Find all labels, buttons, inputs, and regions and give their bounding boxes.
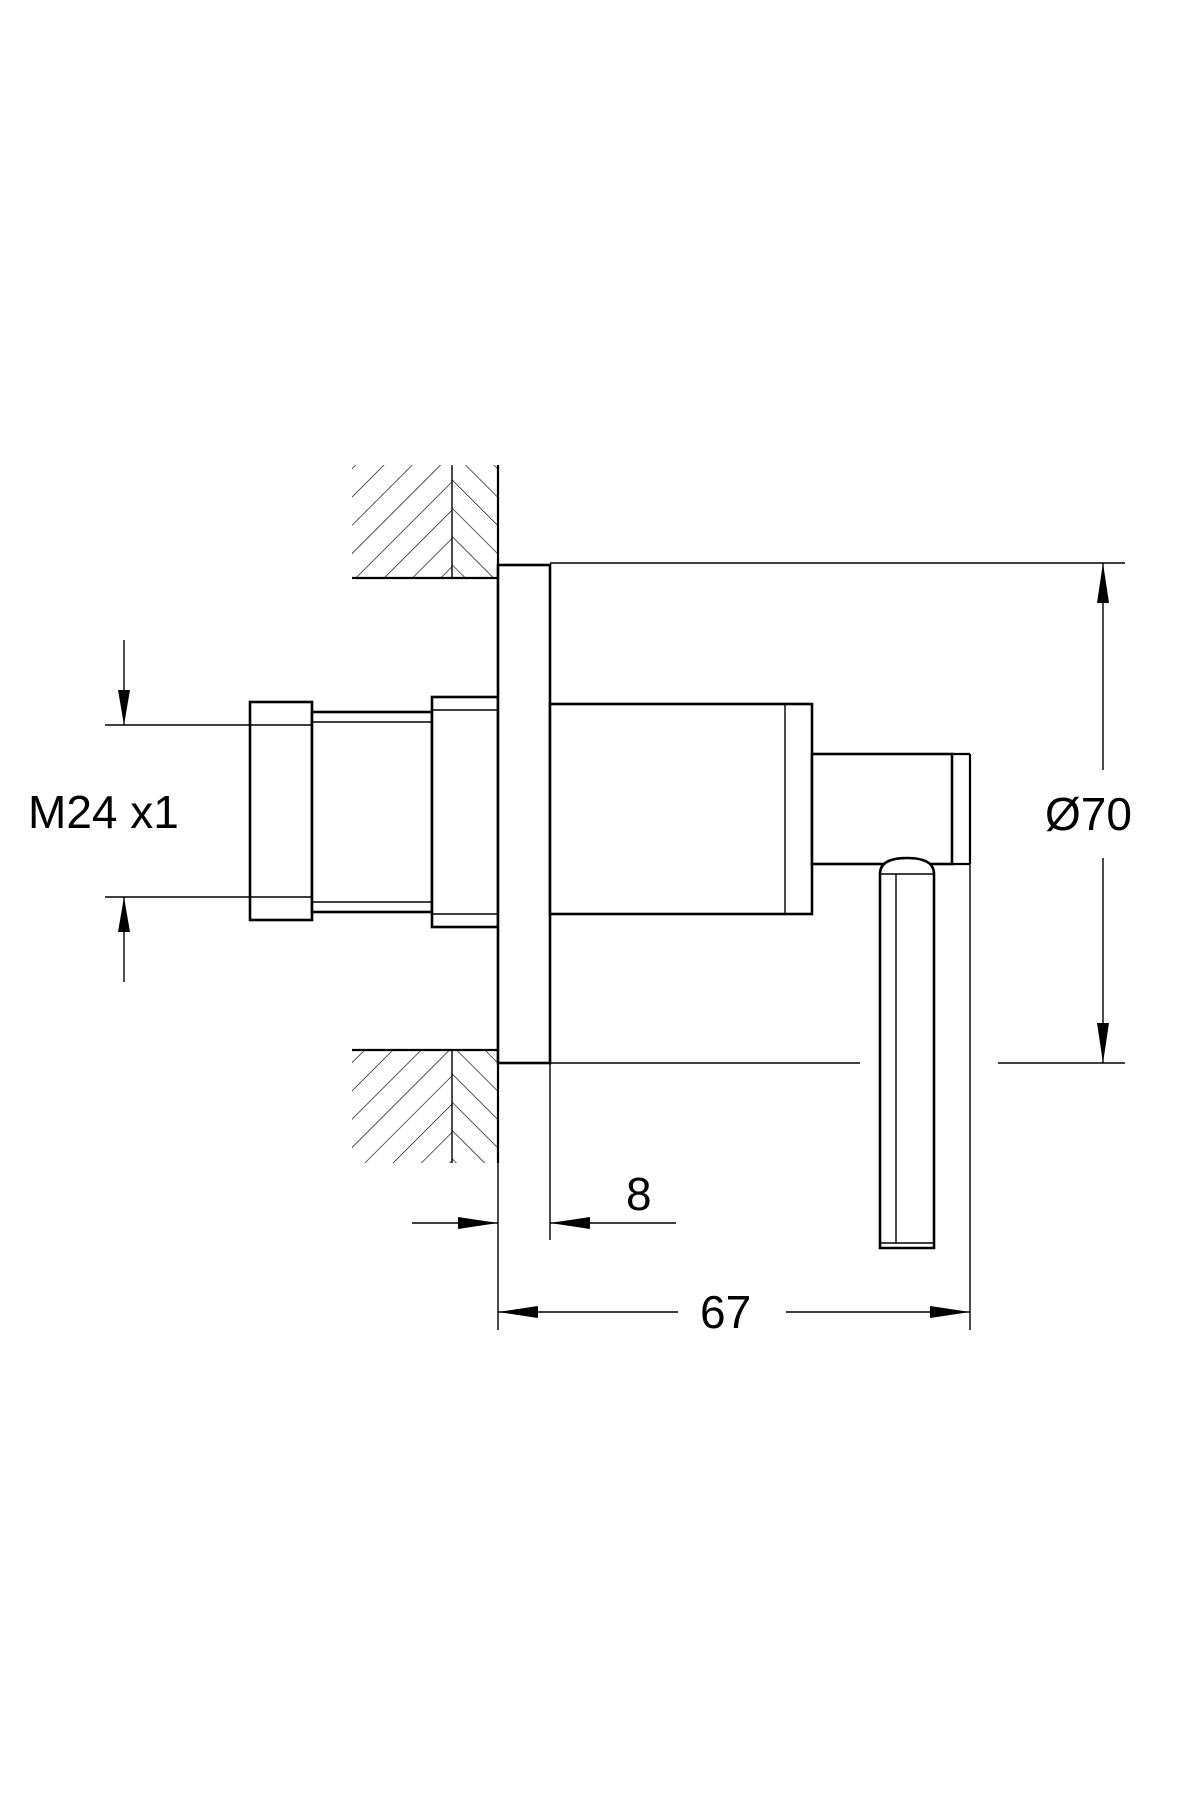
valve-body [548,702,814,916]
thread-label: M24 x1 [28,786,179,838]
dimension-diameter: Ø70 [550,562,1132,1064]
projection-label: 67 [700,1286,751,1338]
dimension-rosette-thickness: 8 [412,1063,676,1240]
wall-section-lower [352,1048,498,1163]
wall-section-upper [352,465,498,580]
thread-connector [248,695,500,929]
handle-stem [810,752,972,866]
diameter-label: Ø70 [1045,788,1132,840]
handle-lever [878,856,936,1250]
dimension-projection: 67 [497,864,971,1338]
rosette-plate [496,563,552,1065]
dimension-thread: M24 x1 [28,640,250,982]
rosette-thickness-label: 8 [626,1168,652,1220]
